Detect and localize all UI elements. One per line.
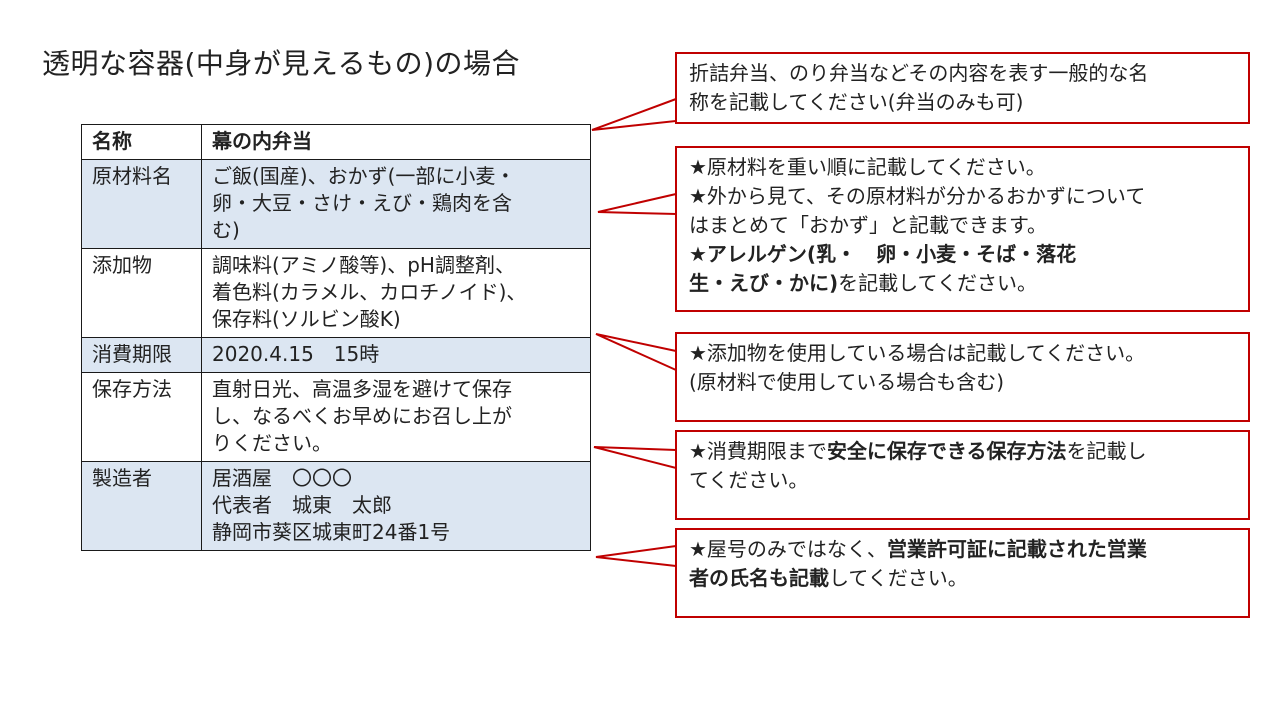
table-row-name: 名称 幕の内弁当 — [81, 124, 591, 160]
allergen-note: ★アレルゲン(乳・ 卵・小麦・そば・落花 — [689, 242, 1077, 266]
row-key: 添加物 — [81, 248, 202, 338]
callout-emphasis: 営業許可証に記載された営業 — [886, 537, 1147, 561]
callout-line: 称を記載してください(弁当のみも可) — [689, 90, 1024, 114]
callout-emphasis: 者の氏名も記載 — [689, 566, 829, 590]
callout-line: ★添加物を使用している場合は記載してください。 — [689, 341, 1146, 365]
callout-text: を記載し — [1066, 439, 1147, 463]
callout-emphasis: 安全に保存できる保存方法 — [826, 439, 1067, 463]
row-value: 2020.4.15 15時 — [201, 337, 591, 373]
callout-text: を記載してください。 — [838, 271, 1037, 295]
callout-line: ★外から見て、その原材料が分かるおかずについて — [689, 184, 1146, 208]
callout-line: (原材料で使用している場合も含む) — [689, 370, 1005, 394]
row-value: 直射日光、高温多湿を避けて保存 し、なるべくお早めにお召し上が りください。 — [201, 372, 591, 462]
pointer-name — [591, 97, 677, 131]
callout-storage: ★消費期限まで安全に保存できる保存方法を記載し てください。 — [675, 430, 1250, 520]
row-key: 消費期限 — [81, 337, 202, 373]
row-value: 居酒屋 〇〇〇 代表者 城東 太郎 静岡市葵区城東町24番1号 — [201, 461, 591, 551]
row-value: ご飯(国産)、おかず(一部に小麦・ 卵・大豆・さけ・えび・鶏肉を含 む) — [201, 159, 591, 249]
callout-line: ★消費期限まで安全に保存できる保存方法を記載し — [689, 437, 1238, 466]
row-key: 原材料名 — [81, 159, 202, 249]
callout-additives: ★添加物を使用している場合は記載してください。 (原材料で使用している場合も含む… — [675, 332, 1250, 422]
page-title: 透明な容器(中身が見えるもの)の場合 — [42, 47, 521, 80]
callout-maker: ★屋号のみではなく、営業許可証に記載された営業 者の氏名も記載してください。 — [675, 528, 1250, 618]
table-row-additives: 添加物 調味料(アミノ酸等)、pH調整剤、 着色料(カラメル、カロチノイド)、 … — [81, 248, 591, 338]
callout-line: はまとめて「おかず」と記載できます。 — [689, 213, 1047, 237]
callout-line: ★原材料を重い順に記載してください。 — [689, 155, 1046, 179]
pointer-additives — [595, 333, 677, 372]
callout-line: 生・えび・かに)を記載してください。 — [689, 269, 1238, 298]
callout-line: ★アレルゲン(乳・ 卵・小麦・そば・落花 — [689, 240, 1238, 269]
pointer-storage — [593, 446, 677, 470]
table-row-expiry: 消費期限 2020.4.15 15時 — [81, 337, 591, 373]
pointer-maker — [595, 544, 677, 568]
callout-line: てください。 — [689, 468, 809, 492]
row-key: 製造者 — [81, 461, 202, 551]
callout-line: ★屋号のみではなく、営業許可証に記載された営業 — [689, 535, 1238, 564]
callout-text: ★消費期限まで — [689, 439, 827, 463]
callout-text: ★屋号のみではなく、 — [689, 537, 887, 561]
row-value: 幕の内弁当 — [201, 124, 591, 160]
callout-name: 折詰弁当、のり弁当などその内容を表す一般的な名 称を記載してください(弁当のみも… — [675, 52, 1250, 124]
table-row-maker: 製造者 居酒屋 〇〇〇 代表者 城東 太郎 静岡市葵区城東町24番1号 — [81, 461, 591, 551]
table-row-storage: 保存方法 直射日光、高温多湿を避けて保存 し、なるべくお早めにお召し上が りくだ… — [81, 372, 591, 462]
callout-line: 折詰弁当、のり弁当などその内容を表す一般的な名 — [689, 61, 1149, 85]
pointer-ingredients — [597, 192, 677, 216]
callout-line: 者の氏名も記載してください。 — [689, 564, 1238, 593]
callout-ingredients: ★原材料を重い順に記載してください。 ★外から見て、その原材料が分かるおかずにつ… — [675, 146, 1250, 312]
callout-text: してください。 — [829, 566, 968, 590]
row-value: 調味料(アミノ酸等)、pH調整剤、 着色料(カラメル、カロチノイド)、 保存料(… — [201, 248, 591, 338]
food-label-table: 名称 幕の内弁当 原材料名 ご飯(国産)、おかず(一部に小麦・ 卵・大豆・さけ・… — [81, 124, 591, 551]
row-key: 名称 — [81, 124, 202, 160]
allergen-list: 生・えび・かに) — [689, 271, 839, 295]
table-row-ingredients: 原材料名 ご飯(国産)、おかず(一部に小麦・ 卵・大豆・さけ・えび・鶏肉を含 む… — [81, 159, 591, 249]
row-key: 保存方法 — [81, 372, 202, 462]
